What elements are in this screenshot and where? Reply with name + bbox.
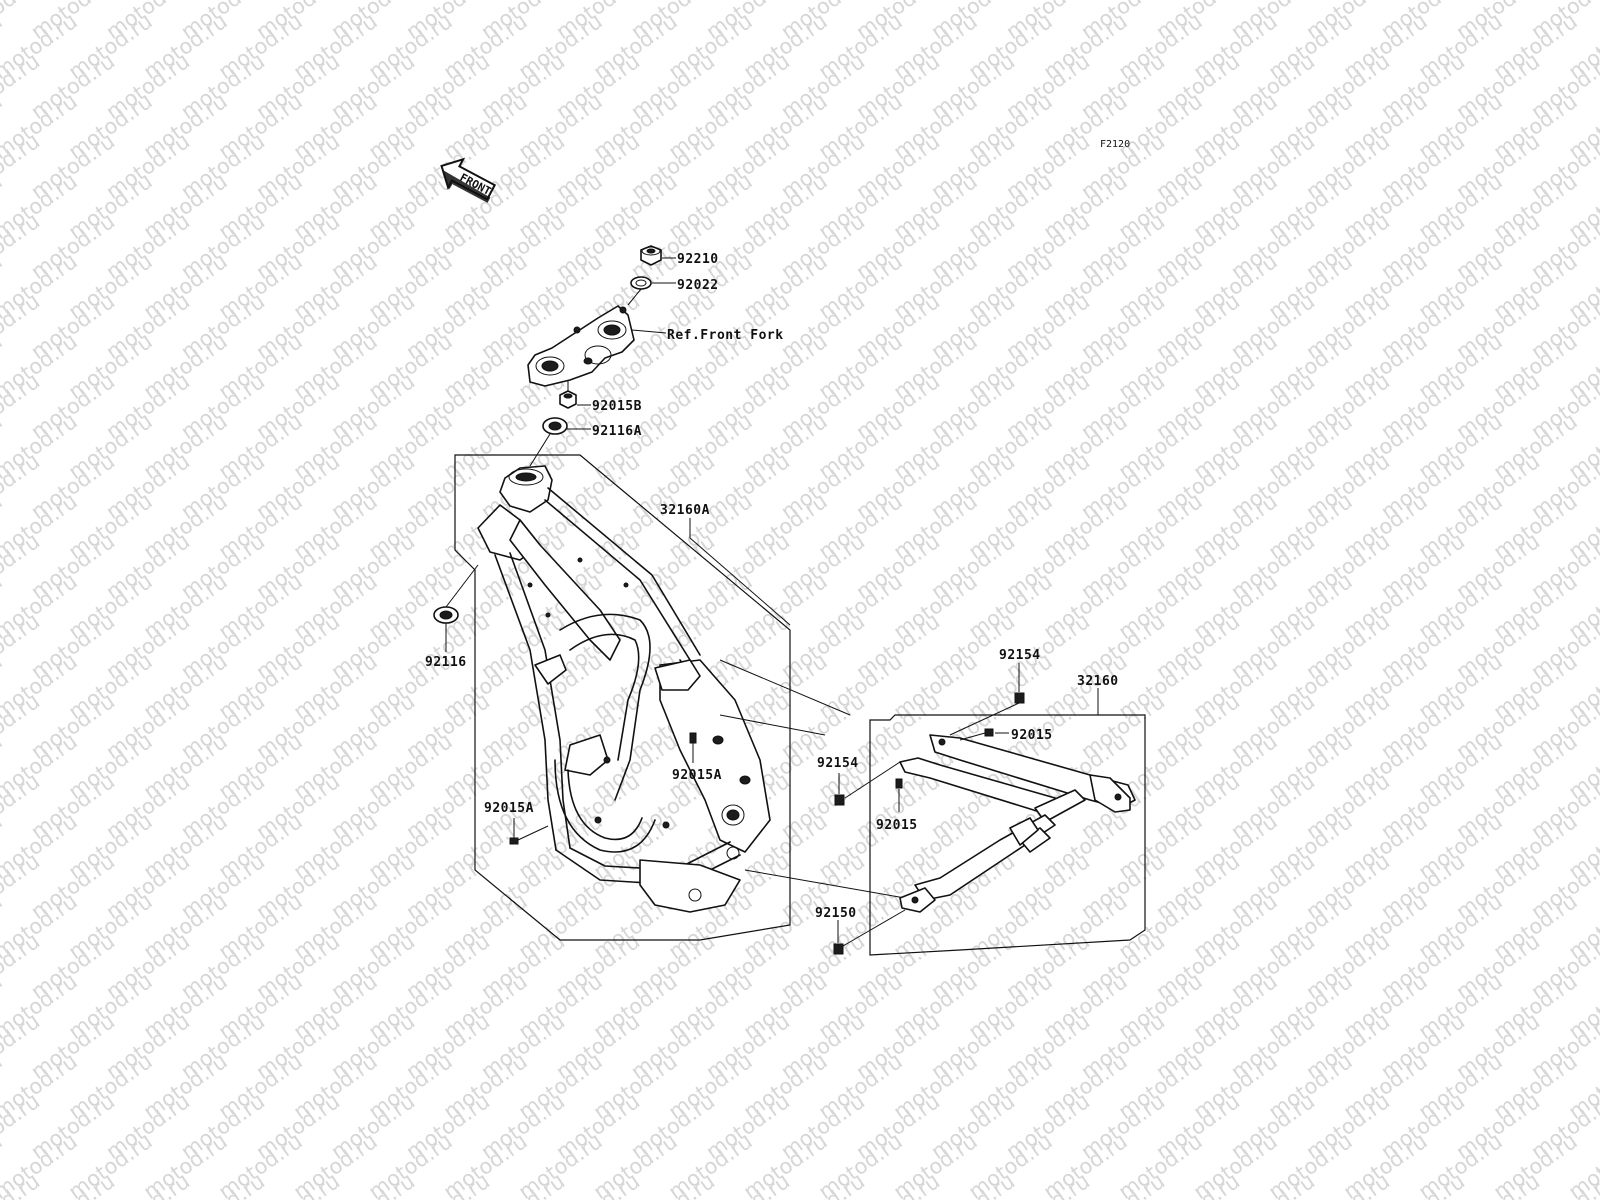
callout-32160: 32160 xyxy=(1077,674,1119,689)
callout-92015-right: 92015 xyxy=(1011,728,1053,743)
callout-92150: 92150 xyxy=(815,906,857,921)
callout-32160A: 32160A xyxy=(660,503,710,518)
front-direction-arrow: FRONT xyxy=(440,157,497,203)
seal-92116A xyxy=(542,417,568,435)
callout-92116A: 92116A xyxy=(592,424,642,439)
callout-92154-top: 92154 xyxy=(999,648,1041,663)
leader-lines xyxy=(445,257,1099,947)
callout-92015B: 92015B xyxy=(592,399,642,414)
callout-92015A-lower: 92015A xyxy=(484,801,534,816)
figure-code: F2120 xyxy=(1100,139,1130,150)
bolt-92150 xyxy=(833,943,844,955)
washer-92022 xyxy=(630,276,652,290)
upper-triple-clamp xyxy=(527,305,635,387)
subframe-32160 xyxy=(899,734,1136,913)
subframe-group-outline xyxy=(869,714,1146,956)
callout-92015-lower: 92015 xyxy=(876,818,918,833)
bolt-92015-right xyxy=(984,728,994,737)
bolt-92015A-upper xyxy=(689,732,697,744)
stem-nut-92210 xyxy=(640,245,662,266)
callout-92022: 92022 xyxy=(677,278,719,293)
bolt-92154-left xyxy=(834,794,845,806)
callout-ref-front-fork: Ref.Front Fork xyxy=(667,328,784,343)
callout-92015A-upper: 92015A xyxy=(672,768,722,783)
bolt-92015-lower xyxy=(895,778,903,789)
callout-92154-left: 92154 xyxy=(817,756,859,771)
callout-92116: 92116 xyxy=(425,655,467,670)
bolt-92154-top xyxy=(1014,692,1025,704)
seal-92116 xyxy=(433,606,459,624)
bolt-92015A-lower xyxy=(509,837,519,845)
callout-92210: 92210 xyxy=(677,252,719,267)
main-frame-32160A xyxy=(477,465,771,913)
main-frame-group-outline xyxy=(454,454,791,941)
nut-92015B xyxy=(559,390,577,409)
